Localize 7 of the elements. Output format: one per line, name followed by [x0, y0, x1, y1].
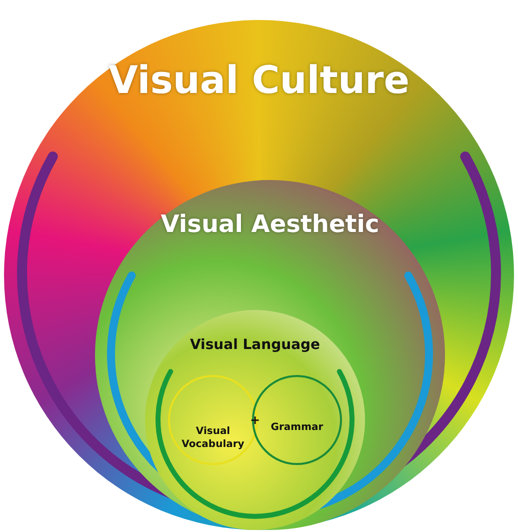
circle [168, 375, 258, 465]
circle-title: Visual Culture [108, 58, 410, 102]
circle-label: Grammar [270, 421, 324, 434]
circle-title: Visual Aesthetic [160, 210, 380, 238]
circle-title: Visual Language [190, 337, 320, 353]
circle [252, 375, 342, 465]
circle-label: Visual Vocabulary [180, 425, 246, 451]
